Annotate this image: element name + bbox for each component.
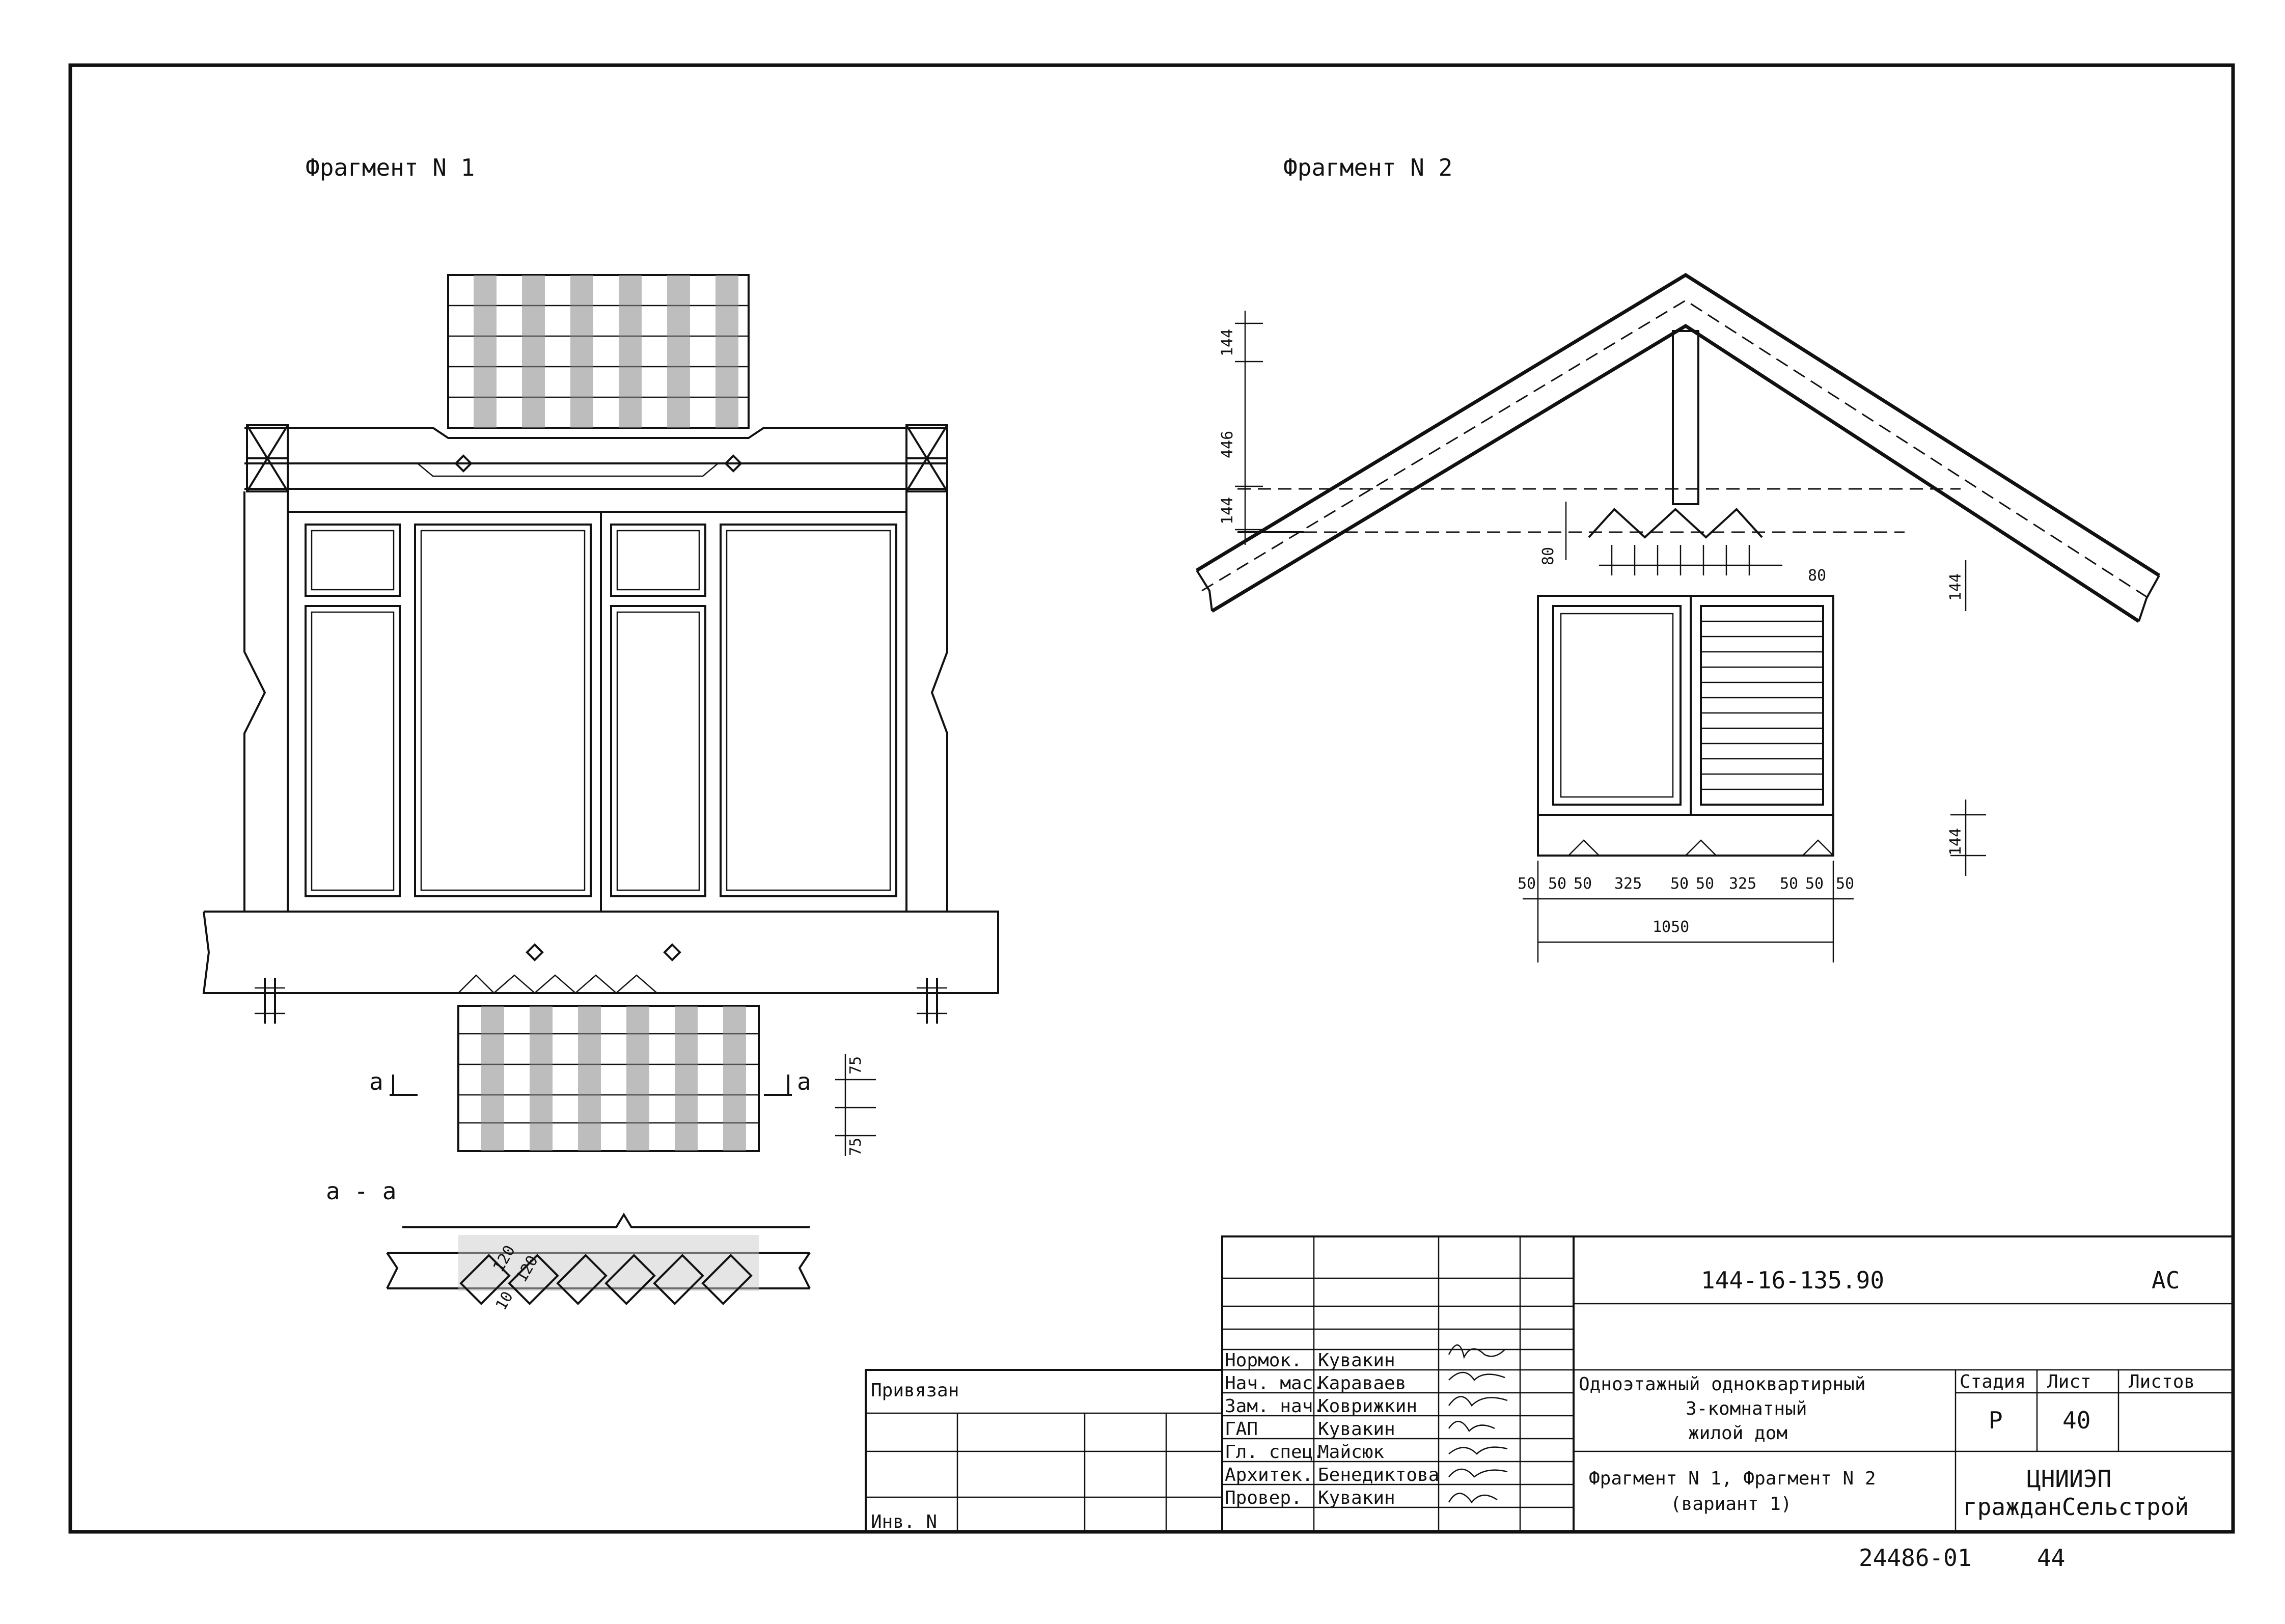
sheet-label: Лист (2047, 1371, 2091, 1392)
upper-lattice (447, 274, 750, 429)
doc-mark: АС (2152, 1267, 2180, 1294)
section-title: а - а (326, 1177, 396, 1205)
title-block: Привязан Инв. N Нормок. Кувакин Нач. мас… (865, 1235, 2234, 1533)
dim-144-right-lower: 144 (1947, 828, 1965, 856)
page-number: 44 (2037, 1544, 2065, 1572)
name-2: Караваев (1318, 1373, 1406, 1394)
dim-75-lower: 75 (847, 1138, 865, 1156)
sheet-frame (68, 63, 2235, 1534)
bottom-dim-3: 50 (1574, 875, 1592, 893)
fragment2-title: Фрагмент N 2 (1283, 154, 1452, 181)
bottom-dim-1: 50 (1518, 875, 1536, 893)
inv-label: Инв. N (871, 1511, 937, 1532)
role-6: Архитек. (1225, 1465, 1313, 1485)
role-1: Нормок. (1225, 1350, 1302, 1371)
role-2: Нач. мас. (1225, 1373, 1324, 1394)
bottom-dim-4: 325 (1614, 875, 1642, 893)
role-4: ГАП (1225, 1419, 1258, 1440)
doc-code: 144-16-135.90 (1701, 1267, 1884, 1294)
signature-marks (1448, 1344, 1508, 1504)
section-mark-right: а (797, 1068, 811, 1095)
role-5: Гл. спец. (1225, 1442, 1324, 1463)
name-5: Майсюк (1318, 1442, 1384, 1463)
role-3: Зам. нач. (1225, 1396, 1324, 1417)
stage-label: Стадия (1960, 1371, 2026, 1392)
sheet-value: 40 (2062, 1407, 2090, 1434)
bottom-dim-10: 50 (1836, 875, 1854, 893)
bound-label: Привязан (871, 1380, 959, 1401)
fragment2-gable: 80 144 446 144 80 144 144 (1196, 272, 2160, 962)
dim-144-mid: 144 (1219, 497, 1236, 525)
dim-144-top: 144 (1219, 329, 1236, 356)
bottom-dim-9: 50 (1805, 875, 1824, 893)
sheet-title-line2: (вариант 1) (1670, 1494, 1792, 1515)
stage-value: Р (1989, 1407, 2003, 1434)
name-3: Коврижкин (1318, 1396, 1417, 1417)
name-1: Кувакин (1318, 1350, 1395, 1371)
project-line2: 3-комнатный (1686, 1398, 1807, 1419)
name-6: Бенедиктова (1318, 1465, 1439, 1485)
org-line2: гражданСельстрой (1963, 1493, 2189, 1521)
bottom-dim-6: 50 (1696, 875, 1714, 893)
bottom-dim-7: 325 (1729, 875, 1756, 893)
dim-section-10: 10 (492, 1288, 517, 1313)
name-7: Кувакин (1318, 1488, 1395, 1508)
lower-lattice (457, 1005, 760, 1152)
fragment1-title: Фрагмент N 1 (306, 154, 475, 181)
bottom-dim-5: 50 (1670, 875, 1689, 893)
role-7: Провер. (1225, 1488, 1302, 1508)
project-line1: Одноэтажный одноквартирный (1579, 1374, 1866, 1395)
fragment1-elevation: а а 75 75 (202, 274, 999, 1156)
dim-75-upper: 75 (847, 1056, 865, 1075)
section-aa: 120 120 10 (386, 1213, 811, 1313)
signatures-list: Нормок. Кувакин Нач. мас. Караваев Зам. … (1225, 1350, 1439, 1508)
name-4: Кувакин (1318, 1419, 1395, 1440)
project-line3: жилой дом (1688, 1423, 1787, 1444)
bottom-dim-8: 50 (1780, 875, 1798, 893)
sheet-title-line1: Фрагмент N 1, Фрагмент N 2 (1589, 1468, 1876, 1489)
section-mark-left: а (369, 1068, 383, 1095)
total-width: 1050 (1653, 918, 1689, 936)
archive-number: 24486-01 (1859, 1544, 1972, 1572)
dim-144-right-upper: 144 (1947, 573, 1965, 601)
dim-80-top: 80 (1808, 567, 1826, 585)
dim-446: 446 (1219, 431, 1236, 458)
gable-window (1537, 595, 1834, 816)
sheets-label: Листов (2129, 1371, 2195, 1392)
dim-80-left: 80 (1539, 547, 1557, 565)
org-line1: ЦНИИЭП (2027, 1465, 2111, 1493)
bottom-dim-2: 50 (1548, 875, 1566, 893)
